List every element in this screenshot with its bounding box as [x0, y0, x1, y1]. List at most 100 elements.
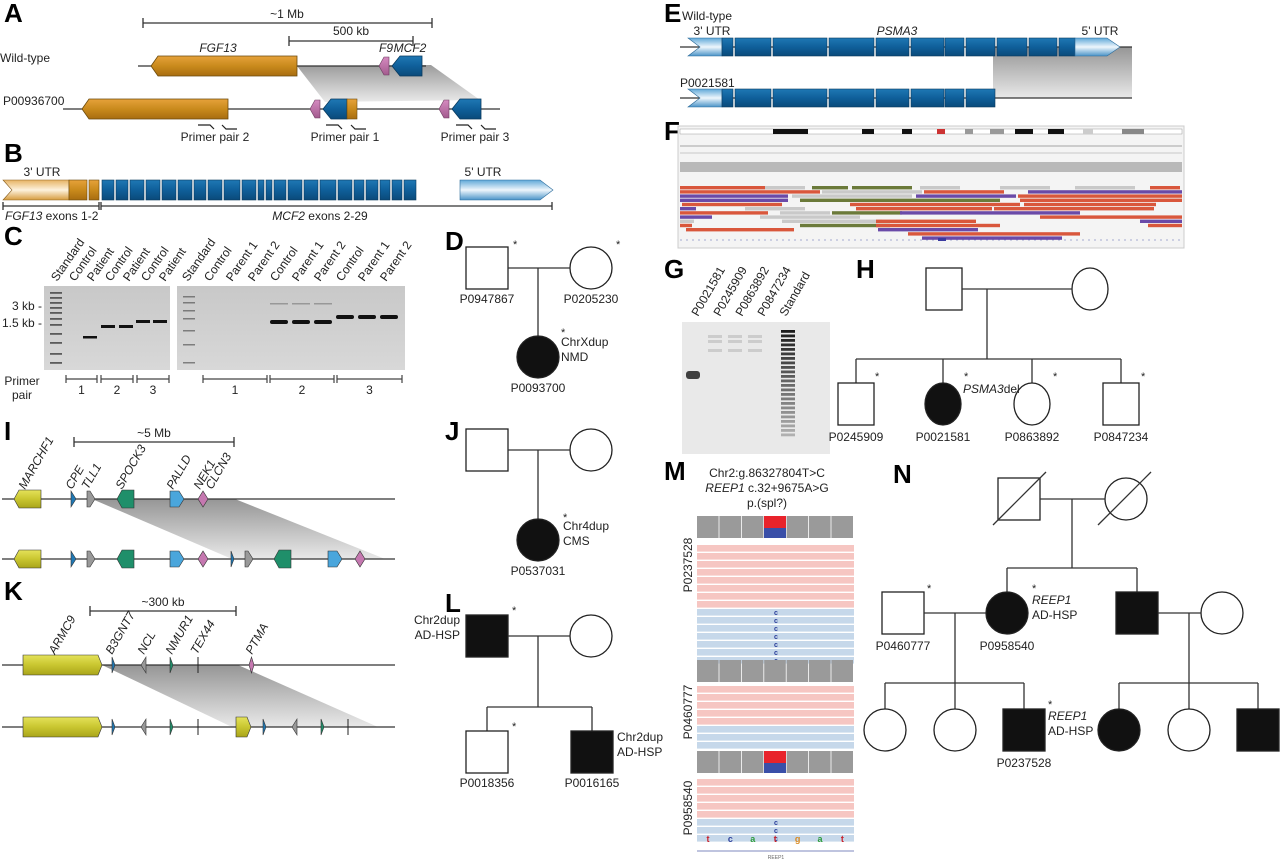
- ladder-band: [781, 330, 795, 333]
- psma3-wt-exons: [721, 37, 1076, 57]
- igv-read: [760, 215, 860, 219]
- faint-band: [292, 303, 310, 305]
- sequence-base: g: [795, 834, 801, 844]
- gene-b3gnt7-dup: [262, 718, 267, 736]
- ladder-band: [781, 379, 795, 383]
- utr3-label-e: 3' UTR: [694, 24, 731, 38]
- coverage-cell: [786, 660, 809, 682]
- row-label-patient: P00936700: [3, 94, 65, 108]
- psma3-exon: [1028, 37, 1058, 57]
- variant-base: c: [774, 650, 778, 657]
- deletion-shade: [993, 47, 1132, 98]
- ideogram-band: [937, 129, 945, 134]
- psma3-exon: [996, 37, 1028, 57]
- sequence-base: t: [774, 834, 777, 844]
- variant-base: c: [774, 634, 778, 641]
- psma3-utr3: [687, 37, 723, 57]
- ladder-band: [781, 415, 795, 419]
- igv-read: [680, 207, 696, 211]
- star: *: [1032, 583, 1037, 595]
- read-forward: [697, 710, 854, 717]
- variant-ref-fraction: [764, 516, 786, 528]
- read-forward: [697, 803, 854, 810]
- gene-spock3-dup: [273, 549, 292, 569]
- pedigree-n-gen3-2: [933, 708, 977, 752]
- igv-read: [852, 186, 912, 190]
- gene-ptma: [248, 655, 255, 675]
- variant-title-line3: p.(spl?): [747, 496, 787, 510]
- psma3-exon: [772, 88, 828, 108]
- ladder-band: [50, 318, 62, 320]
- pedigree-h-child-2-id: P0021581: [916, 430, 971, 444]
- ladder-band: [781, 397, 795, 401]
- gene-cpe: [70, 549, 77, 569]
- gene-tll1: [86, 550, 96, 568]
- ladder-band: [781, 343, 795, 347]
- gene-nmur1: [169, 718, 174, 736]
- igv-read: [680, 223, 692, 228]
- igv-read: [745, 207, 805, 211]
- patient-gene-f9-copy1: [309, 99, 321, 119]
- mcf2-exon: [177, 179, 193, 201]
- star: *: [1048, 699, 1053, 711]
- pedigree-l-child-2-id: P0016165: [565, 776, 620, 790]
- psma3-exon: [910, 37, 945, 57]
- gene-b3gnt7: [111, 656, 116, 674]
- psma3-exon: [965, 37, 996, 57]
- panel-label-b: B: [4, 138, 23, 168]
- ladder-band: [50, 362, 62, 364]
- fgf13-exon-1: [68, 179, 88, 201]
- ideogram-band: [1015, 129, 1033, 134]
- pedigree-d-father-id: P0947867: [460, 292, 515, 306]
- psma3-exon: [828, 37, 875, 57]
- pedigree-j-mother: [569, 428, 613, 472]
- gel-2: [177, 286, 405, 370]
- scale-bar-1mb: [142, 18, 433, 28]
- panel-c: C StandardControlPatientControlPatientCo…: [2, 221, 415, 402]
- pedigree-d-child-note-2: NMD: [561, 350, 589, 364]
- igv-read: [1040, 215, 1182, 219]
- pedigree-n-gen3-note: AD-HSP: [1048, 724, 1093, 738]
- pedigree-n-husband-id: P0460777: [876, 639, 931, 653]
- ladder-band: [781, 433, 795, 437]
- mcf2-exon: [319, 179, 337, 201]
- gene-armc9: [22, 654, 103, 676]
- mcf2-exon: [193, 179, 207, 201]
- igv-read: [1028, 190, 1182, 194]
- read-reverse: [697, 633, 854, 640]
- variant-base: c: [774, 828, 778, 835]
- primer-pair-3-label: Primer pair 3: [441, 130, 510, 144]
- read-forward: [697, 795, 854, 802]
- panel-label-i: I: [4, 416, 11, 446]
- gene-spock3: [116, 489, 135, 509]
- gene-palld-dup: [327, 550, 343, 568]
- ideogram: [679, 128, 1183, 135]
- read-reverse: [697, 726, 854, 733]
- gene-mcf2: [391, 55, 423, 77]
- panel-g: G P0021581P0245909P0863892P0847234Standa…: [664, 254, 830, 454]
- pedigree-j-child: [516, 518, 560, 562]
- read-forward: [697, 686, 854, 693]
- igv-read: [782, 219, 882, 223]
- igv-read: [812, 186, 848, 190]
- row-label-wild-type-e: Wild-type: [682, 9, 732, 23]
- sample-label-2: P0460777: [681, 684, 695, 739]
- sequence-base: t: [841, 834, 844, 844]
- igv-read: [924, 190, 1004, 194]
- gene-label: SPOCK3: [112, 442, 149, 491]
- variant-title-line2: REEP1 c.32+9675A>G: [705, 481, 828, 495]
- ladder-band: [781, 402, 795, 405]
- read-forward: [697, 702, 854, 709]
- igv-read: [680, 186, 780, 190]
- ladder-band: [50, 342, 62, 344]
- pedigree-n-uncle-spouse: [1200, 591, 1244, 635]
- variant-alt-fraction: [764, 763, 786, 773]
- ideogram-band: [965, 129, 973, 134]
- coverage-cell: [697, 751, 719, 773]
- faint-band: [708, 349, 722, 352]
- pedigree-l-father-note-2: AD-HSP: [415, 628, 460, 642]
- ladder-band: [781, 393, 795, 396]
